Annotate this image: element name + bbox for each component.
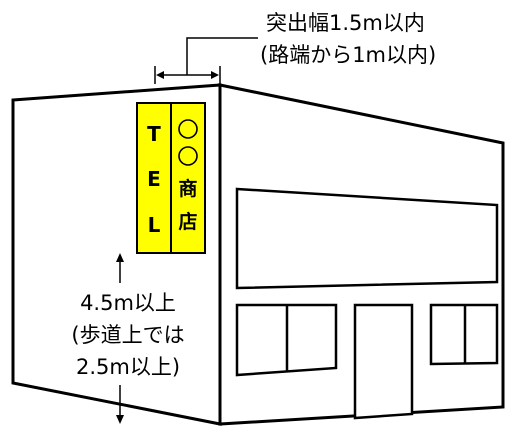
projection-label-line1: 突出幅1.5m以内 (266, 11, 425, 35)
height-label-line3: 2.5m以上) (76, 355, 180, 379)
height-dimension (116, 253, 124, 424)
height-label-line1: 4.5m以上 (80, 291, 176, 315)
sign-char-3: L (148, 213, 161, 237)
height-label-line2: (歩道上では (71, 323, 184, 347)
projection-dimension (154, 37, 258, 84)
sign-char-1: T (147, 122, 161, 146)
projection-label-line2: (路端から1m以内) (260, 43, 436, 67)
sign-char-2: E (147, 167, 161, 191)
sign-circle-2 (178, 146, 198, 166)
sign-char-shop-1: 商 (178, 177, 197, 200)
height-label-background (45, 287, 210, 383)
sign-panel-right (170, 102, 206, 254)
sign-panel-left (136, 102, 172, 254)
door (353, 303, 414, 420)
projection-leader-line (186, 37, 258, 75)
front-window-large (235, 187, 499, 290)
sign-char-shop-2: 店 (178, 210, 197, 233)
projecting-sign: T E L 商 店 (136, 102, 206, 254)
sign-circle-1 (178, 119, 198, 139)
